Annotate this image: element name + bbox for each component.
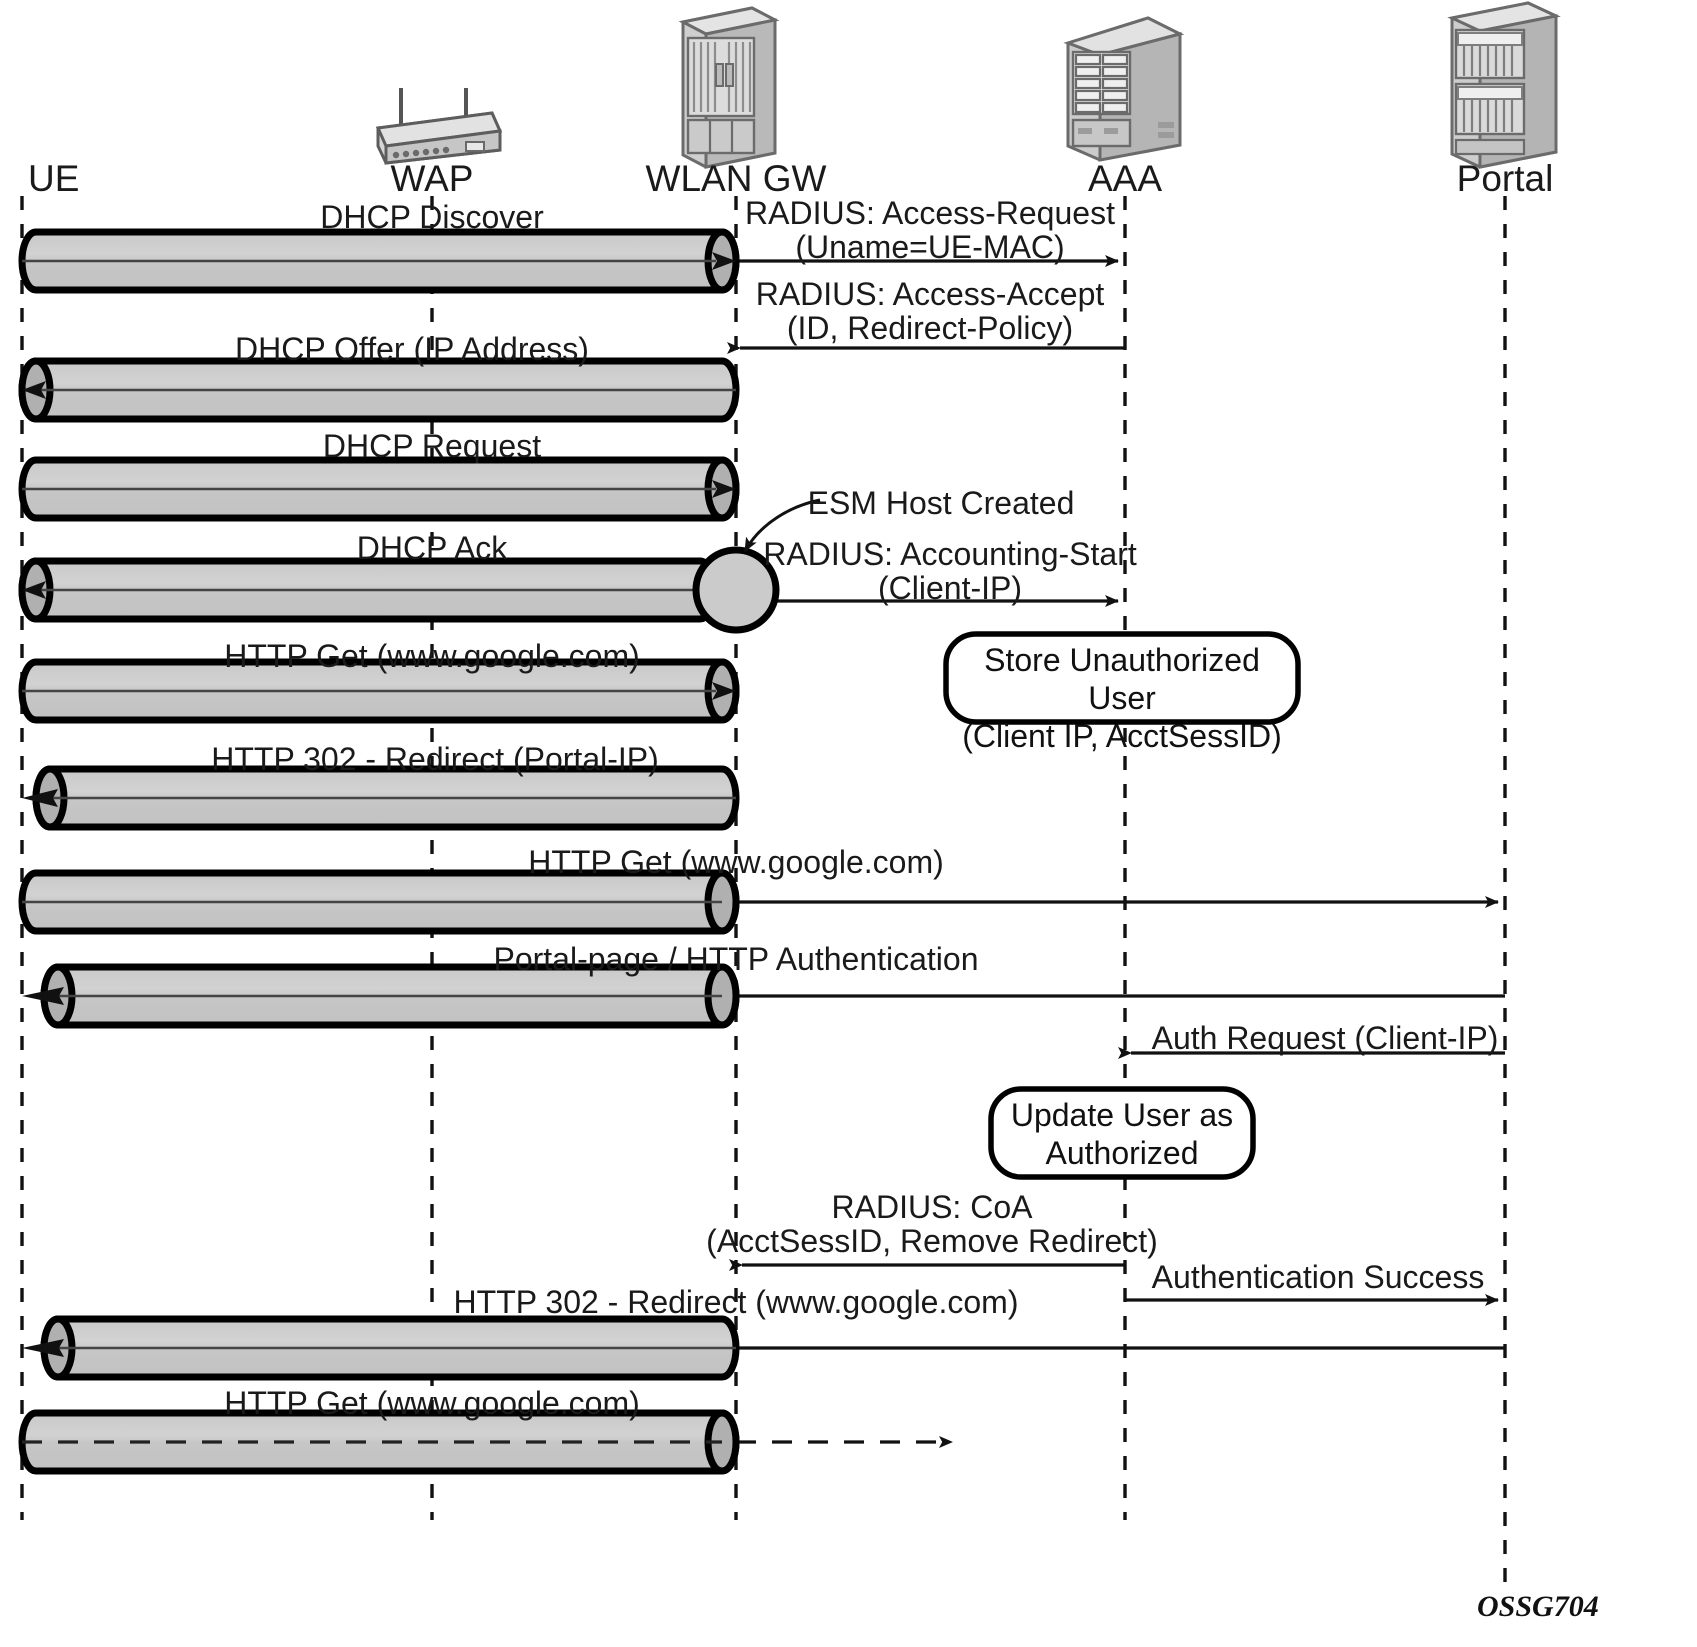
rack-icon <box>1447 1 1561 169</box>
note-text-store-unauthorized-user: Store Unauthorized User (Client IP, Acct… <box>946 641 1298 755</box>
access-request-line1: RADIUS: Access-Request <box>745 195 1115 231</box>
message-label-auth-success: Authentication Success <box>1151 1259 1485 1295</box>
message-label-radius-coa: RADIUS: CoA (AcctSessID, Remove Redirect… <box>706 1190 1158 1258</box>
access-request-line2: (Uname=UE-MAC) <box>795 229 1065 265</box>
tube-http-get-1 <box>18 658 740 724</box>
message-label-auth-request: Auth Request (Client-IP) <box>1151 1020 1499 1056</box>
accounting-start-line1: RADIUS: Accounting-Start <box>763 536 1137 572</box>
chassis-icon <box>678 6 780 169</box>
lifeline-label-wap: WAP <box>390 158 474 199</box>
note2-line2: Authorized <box>1045 1135 1199 1171</box>
message-label-http-302-portal: HTTP 302 - Redirect (Portal-IP) <box>211 741 659 777</box>
message-label-http-get-2: HTTP Get (www.google.com) <box>528 844 944 880</box>
access-accept-line1: RADIUS: Access-Accept <box>755 276 1105 312</box>
note1-line2: (Client IP, AcctSessID) <box>962 718 1282 754</box>
message-label-dhcp-request: DHCP Request <box>322 428 542 464</box>
accounting-start-line2: (Client-IP) <box>877 570 1023 606</box>
message-label-http-302-google: HTTP 302 - Redirect (www.google.com) <box>453 1284 1019 1320</box>
message-label-dhcp-discover: DHCP Discover <box>320 199 544 235</box>
message-label-access-request: RADIUS: Access-Request (Uname=UE-MAC) <box>745 196 1115 264</box>
radius-coa-line2: (AcctSessID, Remove Redirect) <box>706 1223 1158 1259</box>
esm-host-callout-leader <box>743 498 821 552</box>
access-accept-line2: (ID, Redirect-Policy) <box>786 310 1074 346</box>
lifeline-label-aaa: AAA <box>1087 158 1163 199</box>
note2-line1: Update User as <box>1010 1097 1234 1133</box>
tube-http-302-portal <box>22 765 740 831</box>
esm-host-state-node <box>692 546 780 634</box>
tube-dhcp-discover <box>18 228 740 294</box>
message-label-accounting-start: RADIUS: Accounting-Start (Client-IP) <box>763 537 1136 605</box>
lifeline-label-portal: Portal <box>1456 158 1554 199</box>
note-text-update-user-authorized: Update User as Authorized <box>991 1096 1253 1172</box>
radius-coa-line1: RADIUS: CoA <box>831 1189 1033 1225</box>
message-label-access-accept: RADIUS: Access-Accept (ID, Redirect-Poli… <box>756 277 1105 345</box>
tube-portal-page <box>22 963 740 1029</box>
note-store-unauthorized-user <box>943 631 1301 725</box>
annotation-esm-host-created: ESM Host Created <box>807 485 1075 521</box>
message-arrows <box>723 255 1505 1448</box>
wap-icon <box>375 88 503 165</box>
message-label-portal-page: Portal-page / HTTP Authentication <box>493 941 979 977</box>
tube-http-get-2 <box>18 869 740 935</box>
lifeline-label-wlan-gw: WLAN GW <box>645 158 827 199</box>
tube-final-http-get <box>18 1409 740 1475</box>
message-label-dhcp-offer: DHCP Offer (IP Address) <box>235 331 589 367</box>
note1-line1: Store Unauthorized User <box>984 642 1260 716</box>
message-label-final-http-get: HTTP Get (www.google.com) <box>224 1385 640 1421</box>
server-icon <box>1063 16 1185 162</box>
note-update-user-authorized <box>988 1086 1256 1180</box>
message-label-dhcp-ack: DHCP Ack <box>356 530 508 566</box>
tube-dhcp-offer <box>18 357 740 423</box>
tube-dhcp-ack <box>18 557 718 623</box>
message-label-http-get-1: HTTP Get (www.google.com) <box>224 638 640 674</box>
lifeline-label-ue: UE <box>28 158 80 199</box>
tube-http-302-google <box>22 1315 740 1381</box>
tube-dhcp-request <box>18 456 740 522</box>
diagram-credit-code: OSSG704 <box>1477 1590 1599 1623</box>
